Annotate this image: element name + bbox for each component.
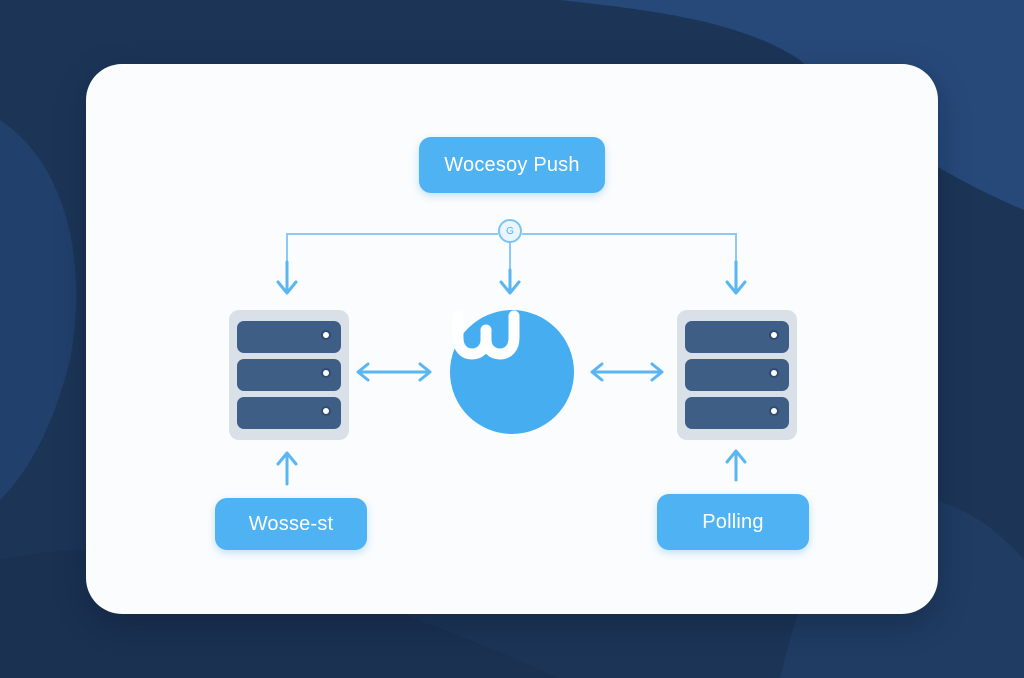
led-icon bbox=[769, 330, 779, 340]
server-slot bbox=[237, 397, 341, 429]
diagram-card: Wocesoy Push G Wosse-st Polling bbox=[86, 64, 938, 614]
arrow-hub-right-server bbox=[590, 362, 664, 382]
connector-to-left-server bbox=[286, 233, 498, 270]
top-label-pill: Wocesoy Push bbox=[419, 137, 605, 193]
arrow-up-right bbox=[725, 449, 747, 482]
arrow-down-right bbox=[725, 260, 747, 295]
top-label-text: Wocesoy Push bbox=[444, 153, 580, 176]
left-label-pill: Wosse-st bbox=[215, 498, 367, 550]
hub-node bbox=[450, 310, 574, 434]
w-logo-icon bbox=[452, 310, 520, 360]
server-slot bbox=[685, 397, 789, 429]
left-server-icon bbox=[229, 310, 349, 440]
left-label-text: Wosse-st bbox=[248, 512, 334, 535]
server-slot bbox=[685, 359, 789, 391]
arrow-down-hub bbox=[499, 268, 521, 295]
server-slot bbox=[237, 321, 341, 353]
led-icon bbox=[321, 330, 331, 340]
right-label-pill: Polling bbox=[657, 494, 809, 550]
server-slot bbox=[685, 321, 789, 353]
led-icon bbox=[769, 368, 779, 378]
junction-icon: G bbox=[498, 219, 522, 243]
connector-to-right-server bbox=[522, 233, 737, 270]
server-slot bbox=[237, 359, 341, 391]
connector-lines bbox=[276, 233, 747, 486]
right-server-icon bbox=[677, 310, 797, 440]
arrow-up-left bbox=[276, 451, 298, 486]
led-icon bbox=[769, 406, 779, 416]
arrow-left-server-hub bbox=[356, 362, 432, 382]
led-icon bbox=[321, 406, 331, 416]
right-label-text: Polling bbox=[702, 510, 764, 533]
arrow-down-left bbox=[276, 260, 298, 295]
led-icon bbox=[321, 368, 331, 378]
